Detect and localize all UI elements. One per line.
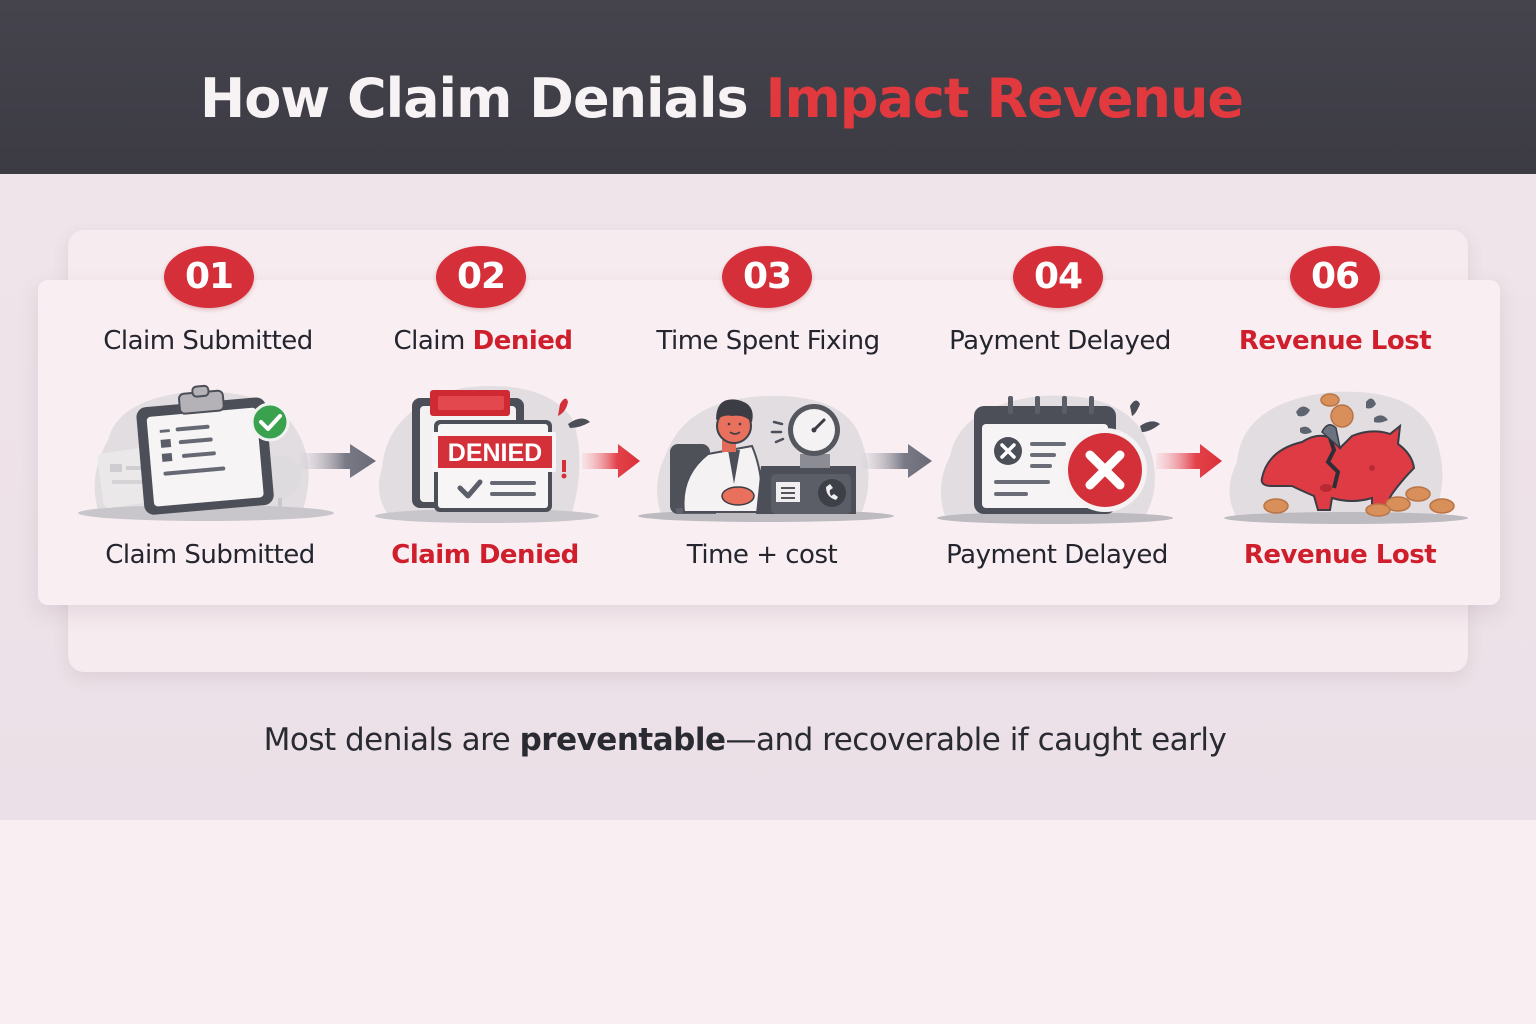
clipboard-check-icon bbox=[78, 380, 338, 525]
step-caption-02: Claim Denied bbox=[391, 540, 579, 570]
broken-piggy-bank-icon bbox=[1222, 382, 1470, 526]
worker-clock-icon bbox=[636, 384, 898, 526]
step-title-03: Time Spent Fixing bbox=[618, 326, 918, 356]
tagline-dash: — bbox=[725, 722, 756, 758]
step-title-text: Claim Submitted bbox=[103, 326, 313, 356]
tagline-recoverable: and recoverable bbox=[755, 722, 1001, 758]
step-title-highlight: Revenue Lost bbox=[1238, 326, 1432, 356]
page-title: How Claim Denials Impact Revenue bbox=[200, 64, 1244, 134]
step-caption-06: Revenue Lost bbox=[1243, 540, 1437, 570]
step-caption-04: Payment Delayed bbox=[946, 540, 1168, 570]
step-badge-01: 01 bbox=[164, 246, 254, 308]
step-badge-02: 02 bbox=[436, 246, 526, 308]
svg-text:DENIED: DENIED bbox=[448, 439, 542, 467]
calendar-x-icon bbox=[930, 386, 1180, 526]
step-title-text: Claim bbox=[393, 326, 473, 356]
step-title-06: Revenue Lost bbox=[1185, 326, 1485, 356]
step-title-text: Payment Delayed bbox=[949, 326, 1171, 356]
bottom-band bbox=[0, 820, 1536, 1024]
step-badge-06: 06 bbox=[1290, 246, 1380, 308]
step-caption-03: Time + cost bbox=[686, 540, 838, 570]
step-title-01: Claim Submitted bbox=[58, 326, 358, 356]
step-title-highlight: Denied bbox=[472, 326, 573, 356]
flow-arrow-gray bbox=[862, 442, 934, 484]
header-bar: How Claim Denials Impact Revenue bbox=[0, 0, 1536, 174]
step-title-04: Payment Delayed bbox=[910, 326, 1210, 356]
title-plain: How Claim Denials bbox=[200, 67, 766, 130]
tagline-bold-preventable: preventable bbox=[519, 722, 726, 758]
step-title-text: Time Spent Fixing bbox=[656, 326, 880, 356]
title-accent: Impact Revenue bbox=[765, 67, 1244, 130]
flow-arrow-red bbox=[1156, 442, 1224, 484]
tagline-text-end: if caught early bbox=[1000, 722, 1227, 758]
flow-arrow-gray bbox=[300, 442, 378, 484]
tagline: Most denials are preventable—and recover… bbox=[0, 722, 1490, 758]
step-title-02: Claim Denied bbox=[333, 326, 633, 356]
flow-arrow-red bbox=[582, 442, 642, 484]
step-badge-03: 03 bbox=[722, 246, 812, 308]
denied-stamp-icon: DENIED bbox=[372, 378, 607, 526]
step-caption-01: Claim Submitted bbox=[105, 540, 315, 570]
step-badge-04: 04 bbox=[1013, 246, 1103, 308]
tagline-text: Most denials are bbox=[263, 722, 520, 758]
